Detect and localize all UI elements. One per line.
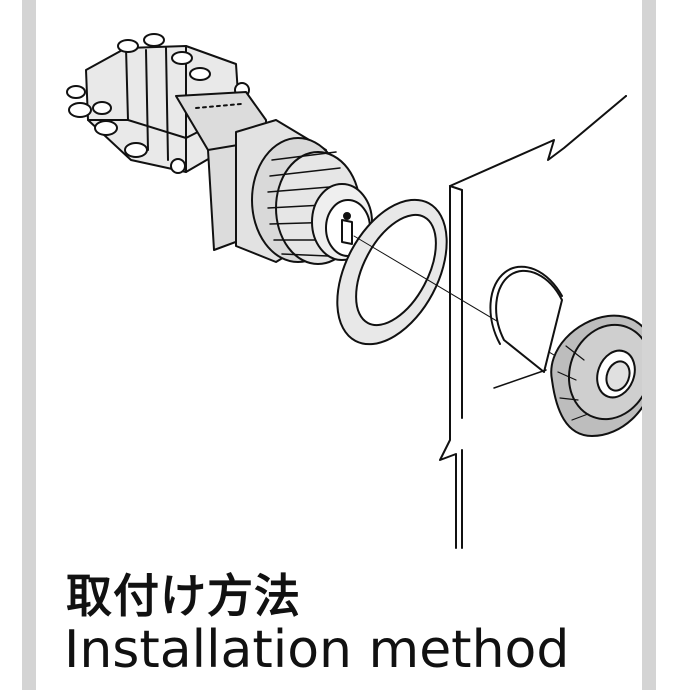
switch-body xyxy=(66,33,373,265)
left-border-bar xyxy=(22,0,36,690)
installation-illustration xyxy=(66,33,642,549)
right-border-bar xyxy=(642,0,656,690)
caption-english: Installation method xyxy=(64,620,570,680)
mounting-nut xyxy=(550,314,642,437)
caption-japanese: 取付け方法 xyxy=(66,569,301,623)
panel xyxy=(439,95,627,549)
gasket-ring xyxy=(336,198,448,346)
